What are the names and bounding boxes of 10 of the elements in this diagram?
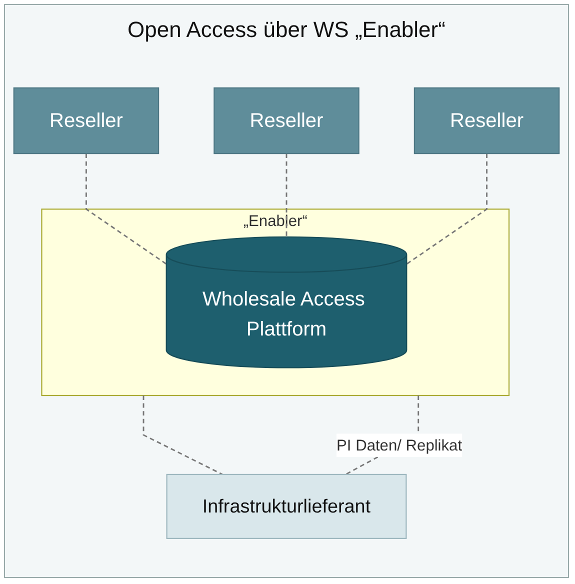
- node-box: Reseller: [13, 87, 160, 154]
- connector: [406, 153, 488, 264]
- node-box: Reseller: [414, 87, 560, 154]
- connector: [286, 153, 288, 237]
- edge-label: PI Daten/ Replikat: [336, 436, 462, 454]
- connector: [86, 153, 167, 264]
- node-box: Reseller: [214, 87, 360, 154]
- connector: [142, 395, 223, 475]
- node-box: Infrastrukturlieferant: [166, 474, 407, 539]
- diagram-title: Open Access über WS „Enabler“: [128, 17, 446, 43]
